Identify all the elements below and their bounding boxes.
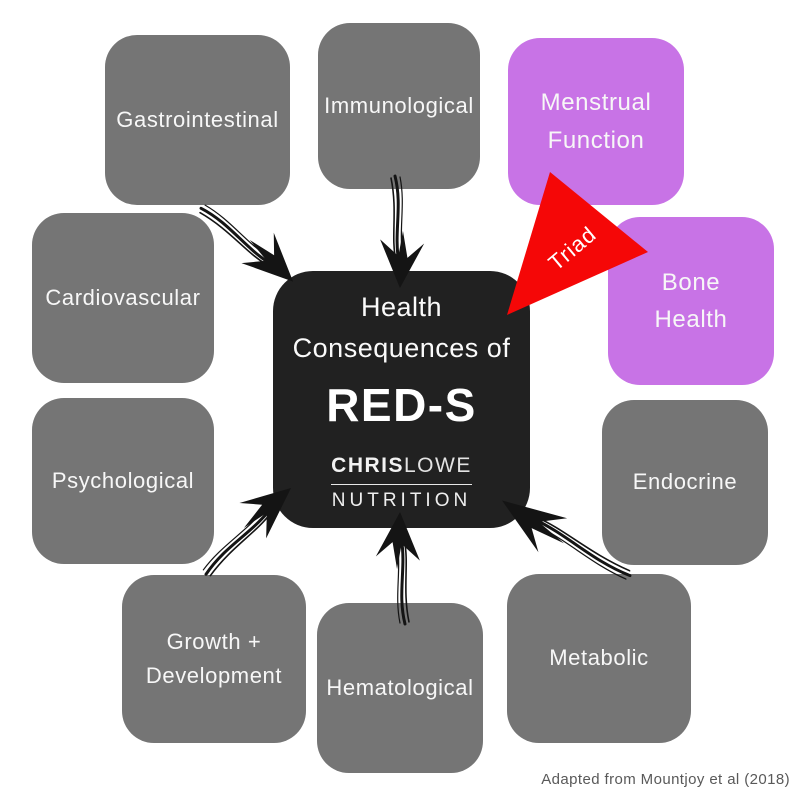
box-label: Cardiovascular <box>45 284 201 310</box>
box-menstrual-function: Menstrual Function <box>508 38 684 205</box>
chris-lowe-nutrition-logo: CHRISLOWE NUTRITION <box>331 454 472 512</box>
triad-label: Triad <box>543 221 601 275</box>
center-reds-box: Health Consequences of RED-S CHRISLOWE N… <box>273 271 530 528</box>
box-immunological: Immunological <box>318 23 480 189</box>
box-label: Psychological <box>51 467 195 493</box>
box-metabolic: Metabolic <box>507 574 691 743</box>
logo-subtitle: NUTRITION <box>331 490 472 511</box>
center-heading: Health Consequences of <box>292 292 511 363</box>
box-cardiovascular: Cardiovascular <box>32 213 214 383</box>
logo-name-bold: CHRIS <box>331 454 404 477</box>
box-label: Gastrointestinal <box>116 106 279 132</box>
box-bone-health: Bone Health <box>608 217 774 385</box>
box-label: Immunological <box>324 92 474 118</box>
logo-name: CHRISLOWE <box>331 454 472 485</box>
logo-name-light: LOWE <box>404 454 472 477</box>
box-hematological: Hematological <box>317 603 483 773</box>
box-endocrine: Endocrine <box>602 400 768 565</box>
box-label: Growth + Development <box>145 628 283 688</box>
center-acronym: RED-S <box>326 379 477 431</box>
box-label: Metabolic <box>549 645 649 671</box>
box-label: Hematological <box>326 674 474 700</box>
source-caption: Adapted from Mountjoy et al (2018) <box>541 771 790 788</box>
box-label: Endocrine <box>632 469 738 495</box>
box-label: Bone Health <box>654 268 728 333</box>
box-label: Menstrual Function <box>540 89 652 154</box>
box-growth-development: Growth + Development <box>122 575 306 743</box>
box-gastrointestinal: Gastrointestinal <box>105 35 290 205</box>
box-psychological: Psychological <box>32 398 214 564</box>
